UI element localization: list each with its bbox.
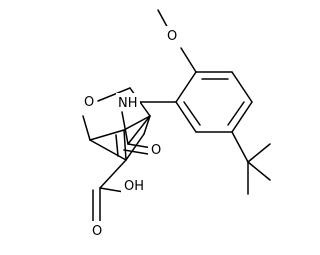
bond-ring-tbu-quaternary [231,131,249,163]
molecule-structure: O O NH O OH O [81,9,271,239]
bicyclic-core [82,87,151,161]
carboxylic-acid-group [92,159,127,223]
ring-oxygen-label: O [84,95,94,110]
acid-carbonyl-oxygen-label: O [92,224,102,239]
tert-butyl-group [231,131,271,195]
ring-bond-6 [175,101,197,133]
bond-c5-c6 [125,133,145,161]
bond-acid-c-oh [99,187,125,193]
bond-bridgehead1-etherO [97,87,131,102]
bond-tbu-methyl-2 [247,161,271,181]
ring-bond-1 [175,71,197,103]
bond-bridgehead2-c3 [89,129,125,141]
bond-c5-acid-carbon [99,159,127,189]
bond-tbu-methyl-1 [247,143,271,163]
amide-group [121,111,153,155]
atom-labels: O O NH O OH O [81,26,178,239]
aromatic-ring [137,71,253,133]
amide-nitrogen-label: NH [118,96,138,111]
bond-c6-c4 [143,115,151,135]
bond-ring-methoxy-o [180,47,197,73]
ring-bond-4 [231,101,253,133]
bond-amide-c-n [121,111,129,145]
bond-etherO-bridgehead2 [82,115,91,141]
methoxy-oxygen-label: O [167,29,177,44]
bond-c3-c5 [123,129,127,161]
bond-c3-c4 [123,115,151,131]
ring-bond-3 [231,71,253,103]
acid-hydroxyl-label: OH [124,179,144,194]
bond-amide-c-o-double [123,149,149,155]
amide-oxygen-label: O [151,143,161,158]
ring-inner-bond-2 [227,101,245,126]
bond-c3-c5-double [115,134,119,157]
ring-inner-bond-3 [183,101,201,126]
bond-c4-amide-carbon [127,115,151,145]
bond-bridgehead2-c5 [89,139,127,161]
